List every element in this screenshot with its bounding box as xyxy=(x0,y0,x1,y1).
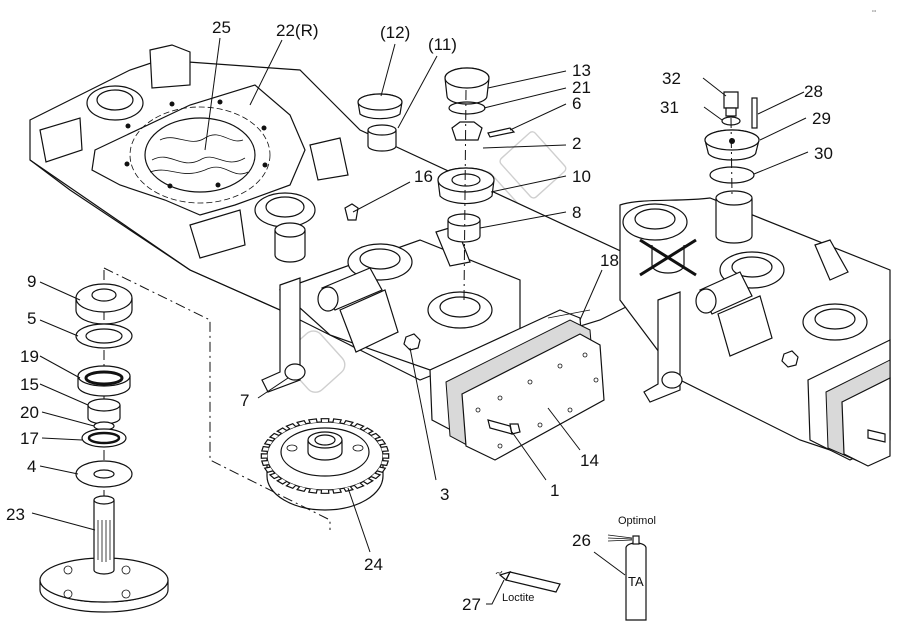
callout-20: 20 xyxy=(20,403,39,422)
callout-3: 3 xyxy=(440,485,449,504)
gear-tooth xyxy=(382,453,390,459)
callout-1: 1 xyxy=(550,481,559,500)
gear-tooth xyxy=(320,489,330,494)
gear-tooth xyxy=(376,438,387,446)
gear-tooth xyxy=(276,427,287,434)
gear-tooth xyxy=(363,478,374,485)
callout-18: 18 xyxy=(600,251,619,270)
gear-tooth xyxy=(343,419,354,426)
gear-tooth xyxy=(353,423,365,430)
callout-9: 9 xyxy=(27,272,36,291)
optimol-label: Optimol xyxy=(618,515,656,527)
callout-labels: 25 22(R) (12) (11) 13 21 6 2 16 10 8 18 … xyxy=(6,18,833,614)
gear-tooth xyxy=(268,432,280,440)
breather-assembly xyxy=(704,91,760,244)
callout-23: 23 xyxy=(6,505,25,524)
gear-tooth xyxy=(353,482,365,489)
gear-tooth xyxy=(296,486,307,493)
callout-22: 22(R) xyxy=(276,21,319,40)
leader-lines xyxy=(31,37,809,605)
callout-12: (12) xyxy=(380,23,410,42)
gear-tooth xyxy=(370,472,382,480)
gear-tooth xyxy=(381,445,390,452)
consumables xyxy=(495,534,647,621)
gear-tooth xyxy=(307,418,318,424)
gear-tooth xyxy=(260,460,269,467)
callout-28: 28 xyxy=(804,82,823,101)
callout-27: 27 xyxy=(462,595,481,614)
callout-29: 29 xyxy=(812,109,831,128)
gear-tooth xyxy=(376,466,387,474)
callout-14: 14 xyxy=(580,451,599,470)
callout-7: 7 xyxy=(240,391,249,410)
callout-31: 31 xyxy=(660,98,679,117)
corner-mark: ••• xyxy=(872,8,877,13)
callout-16: 16 xyxy=(414,167,433,186)
callout-5: 5 xyxy=(27,309,36,328)
callout-19: 19 xyxy=(20,347,39,366)
gear-tooth xyxy=(332,488,343,494)
callout-21: 21 xyxy=(572,78,591,97)
callout-13: 13 xyxy=(572,61,591,80)
gear xyxy=(260,418,390,511)
main-housing xyxy=(29,44,641,393)
gear-tooth xyxy=(370,432,382,440)
callout-4: 4 xyxy=(27,457,36,476)
callout-26: 26 xyxy=(572,531,591,550)
callout-8: 8 xyxy=(572,203,581,222)
gear-tooth xyxy=(320,418,330,423)
callout-32: 32 xyxy=(662,69,681,88)
gear-tooth xyxy=(332,418,343,424)
gear-tooth xyxy=(285,423,297,430)
gear-tooth xyxy=(260,453,268,459)
product-notes: Optimol TA Loctite xyxy=(502,515,656,604)
cover-plate-assembly xyxy=(429,309,605,461)
callout-15: 15 xyxy=(20,375,39,394)
callout-10: 10 xyxy=(572,167,591,186)
gear-tooth xyxy=(263,438,274,446)
callout-6: 6 xyxy=(572,94,581,113)
hub-stack xyxy=(437,67,516,301)
callout-24: 24 xyxy=(364,555,383,574)
secondary-housing xyxy=(619,197,891,467)
gear-tooth xyxy=(363,427,374,434)
spray-can-label: TA xyxy=(628,574,644,589)
gear-tooth xyxy=(276,478,287,485)
callout-11: (11) xyxy=(428,35,457,54)
callout-2: 2 xyxy=(572,134,581,153)
callout-25: 25 xyxy=(212,18,231,37)
gear-tooth xyxy=(263,466,274,474)
loctite-label: Loctite xyxy=(502,592,534,604)
gear-tooth xyxy=(268,472,280,480)
callout-30: 30 xyxy=(814,144,833,163)
gear-tooth xyxy=(260,445,269,452)
gear-tooth xyxy=(296,419,307,426)
loose-parts-11-12 xyxy=(344,93,403,221)
gear-tooth xyxy=(381,460,390,467)
callout-17: 17 xyxy=(20,429,39,448)
gear-tooth xyxy=(307,488,318,494)
gear-tooth xyxy=(285,482,297,489)
shaft-stack xyxy=(39,267,331,613)
cover-holes xyxy=(475,352,599,449)
